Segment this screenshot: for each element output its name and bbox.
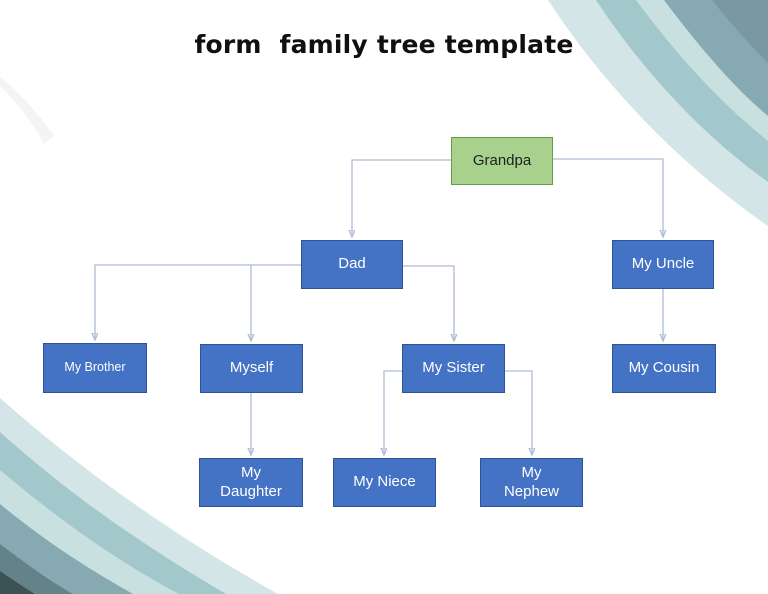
node-my-brother[interactable]: My Brother [43,343,147,393]
node-myself[interactable]: Myself [200,344,303,393]
node-grandpa-label: Grandpa [472,151,532,169]
node-my-brother-label: My Brother [64,360,126,375]
connector-dad-sister [403,265,454,340]
node-my-daughter[interactable]: My Daughter [199,458,303,507]
node-my-uncle-label: My Uncle [631,255,695,273]
node-my-nephew[interactable]: My Nephew [480,458,583,507]
node-my-nephew-label: My Nephew [503,463,560,500]
node-my-niece-label: My Niece [353,473,416,491]
swoosh-bottom-left-band-6 [0,571,35,594]
node-dad[interactable]: Dad [301,240,403,289]
node-grandpa[interactable]: Grandpa [451,137,553,185]
swoosh-top-right-band-5 [712,0,768,63]
node-my-cousin[interactable]: My Cousin [612,344,716,393]
node-my-uncle[interactable]: My Uncle [612,240,714,289]
page-title: form family tree template [194,30,574,59]
node-dad-label: Dad [338,255,366,273]
connector-grandpa-uncle [553,158,663,236]
connector-sister-niece [384,370,402,454]
swoosh-bottom-left-band-5 [0,544,73,594]
node-my-daughter-label: My Daughter [220,463,282,500]
node-my-cousin-label: My Cousin [628,359,700,377]
connector-grandpa-dad [352,159,451,236]
connector-dad-brother [95,264,301,339]
node-my-niece[interactable]: My Niece [333,458,436,507]
swoosh-top-left-wisp [0,76,54,144]
node-my-sister-label: My Sister [422,359,485,377]
connector-sister-nephew [505,370,532,454]
node-myself-label: Myself [229,359,274,377]
node-my-sister[interactable]: My Sister [402,344,505,393]
